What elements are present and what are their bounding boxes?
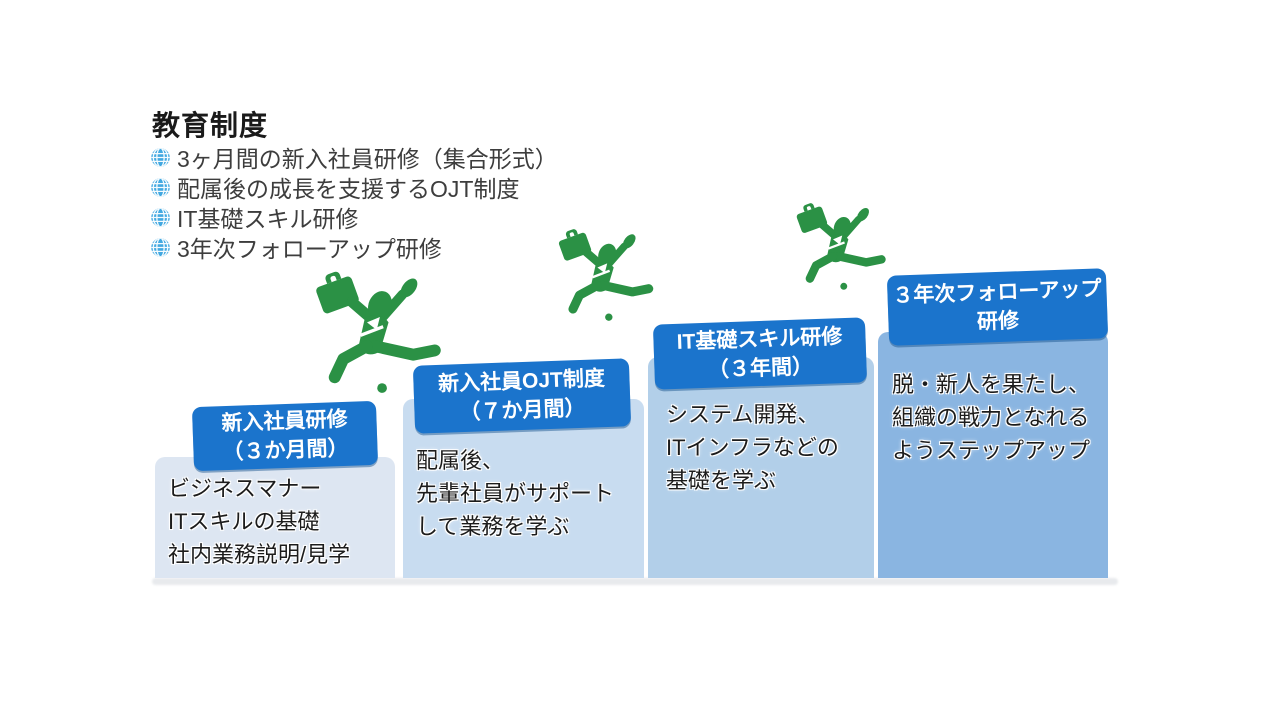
globe-grid-icon bbox=[150, 147, 171, 168]
step4-panel bbox=[878, 332, 1108, 578]
bullet-label: 配属後の成長を支援するOJT制度 bbox=[177, 176, 520, 202]
step1-badge: 新入社員研修 （３か月間） bbox=[191, 400, 379, 472]
globe-grid-icon bbox=[150, 177, 171, 198]
bullet-label: 3ヶ月間の新入社員研修（集合形式） bbox=[177, 146, 558, 172]
step3-panel bbox=[648, 357, 874, 578]
leaping-businessman-icon bbox=[311, 266, 451, 396]
bullet-label: 3年次フォローアップ研修 bbox=[177, 236, 442, 262]
bullet-list: 3ヶ月間の新入社員研修（集合形式） 配属後の成長を支援するOJT制度 IT基礎ス… bbox=[150, 142, 558, 262]
step3-badge: IT基礎スキル研修 （３年間） bbox=[652, 317, 868, 390]
list-item: 配属後の成長を支援するOJT制度 bbox=[150, 172, 558, 202]
step4-description: 脱・新人を果たし、 組織の戦力となれる ようステップアップ bbox=[892, 372, 1091, 463]
list-item: 3ヶ月間の新入社員研修（集合形式） bbox=[150, 142, 558, 172]
bullet-label: IT基礎スキル研修 bbox=[177, 206, 359, 232]
page-title: 教育制度 bbox=[152, 110, 269, 141]
step3-description: システム開発、 ITインフラなどの 基礎を学ぶ bbox=[666, 402, 839, 493]
list-item: IT基礎スキル研修 bbox=[150, 202, 558, 232]
step2-description: 配属後、 先輩社員がサポート して業務を学ぶ bbox=[416, 448, 615, 539]
leaping-businessman-icon bbox=[793, 199, 893, 292]
staircase-shadow bbox=[152, 578, 1118, 585]
list-item: 3年次フォローアップ研修 bbox=[150, 232, 558, 262]
step4-badge: ３年次フォローアップ 研修 bbox=[886, 268, 1109, 346]
globe-grid-icon bbox=[150, 207, 171, 228]
leaping-businessman-icon bbox=[555, 225, 661, 323]
step1-description: ビジネスマナー ITスキルの基礎 社内業務説明/見学 bbox=[168, 476, 351, 567]
globe-grid-icon bbox=[150, 237, 171, 258]
step1-panel bbox=[155, 457, 395, 578]
